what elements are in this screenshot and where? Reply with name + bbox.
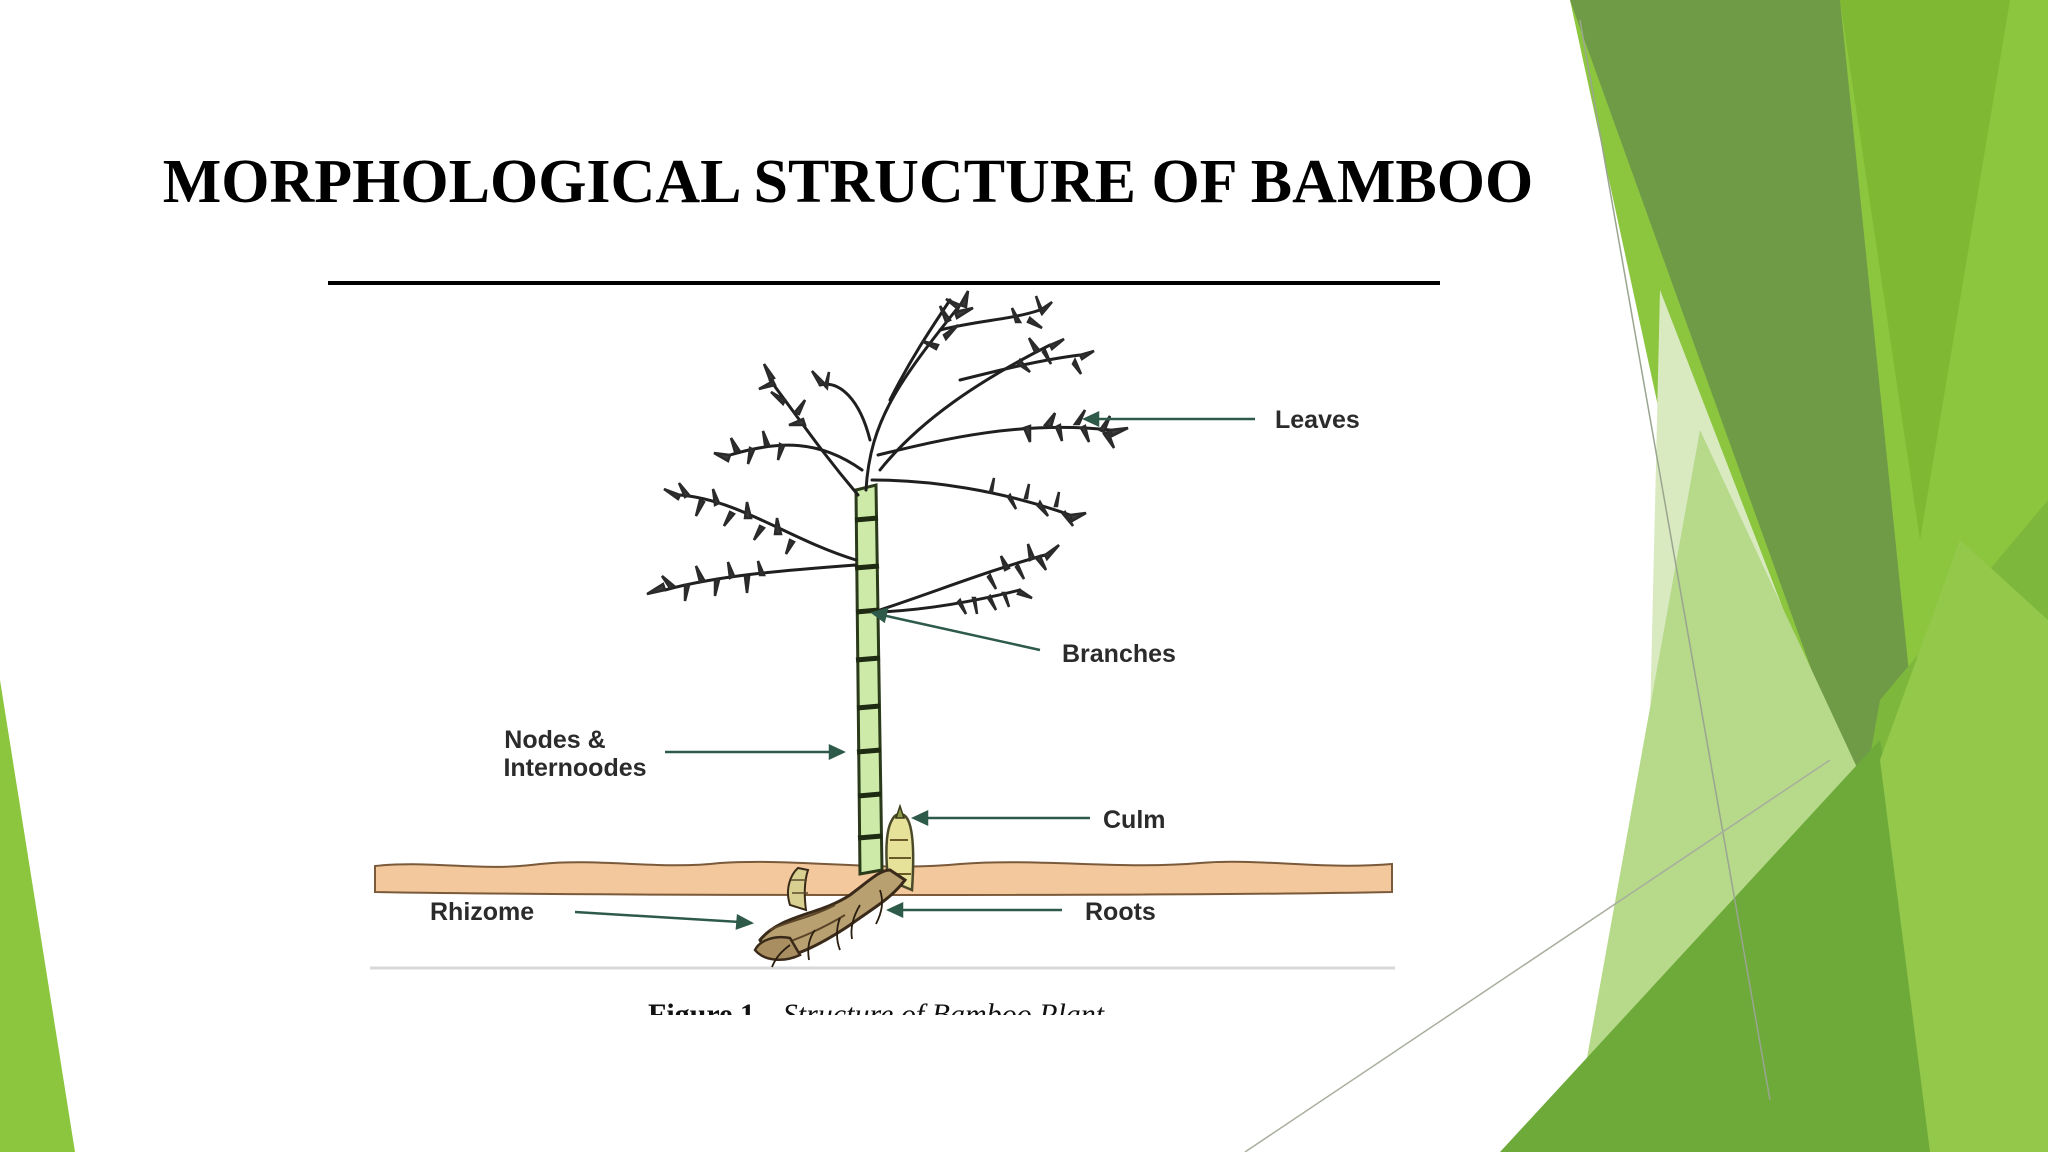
label-nodes-line2: Internoodes <box>503 754 646 782</box>
leader-lines <box>574 411 1255 930</box>
label-rhizome: Rhizome <box>430 898 534 926</box>
diagram-labels: Leaves Branches Nodes & Internoodes Culm… <box>430 406 1360 926</box>
rhizome <box>753 866 908 968</box>
label-leaves: Leaves <box>1275 406 1360 434</box>
label-roots: Roots <box>1085 898 1156 926</box>
leaves <box>646 290 1129 615</box>
page-title: MORPHOLOGICAL STRUCTURE OF BAMBOO <box>163 148 1533 216</box>
culm-stem <box>854 483 884 876</box>
svg-text:Figure 1. Structure of: Figure 1. Structure of Bamboo Plant <box>648 998 1105 1031</box>
caption-text: Structure of Bamboo Plant <box>783 998 1105 1031</box>
label-nodes-line1: Nodes & <box>504 726 605 754</box>
bamboo-diagram: Leaves Branches Nodes & Internoodes Culm… <box>370 290 1395 1031</box>
caption-number: Figure 1. <box>648 998 762 1031</box>
figure-caption: Figure 1. Structure of Bamboo Plant <box>648 998 1105 1031</box>
label-culm: Culm <box>1103 806 1166 834</box>
label-branches: Branches <box>1062 640 1176 668</box>
